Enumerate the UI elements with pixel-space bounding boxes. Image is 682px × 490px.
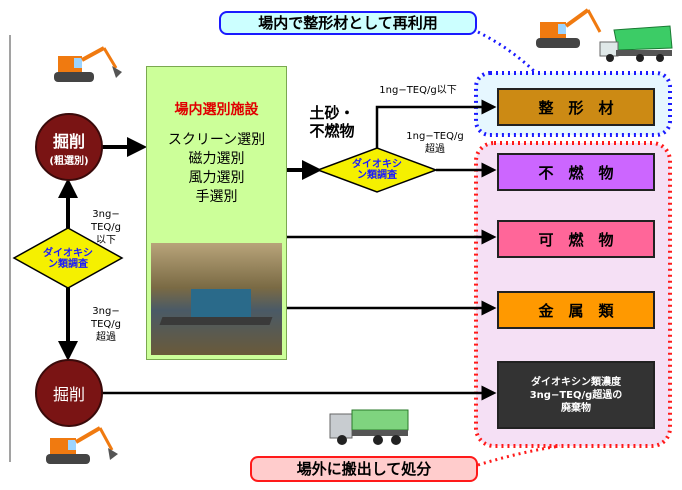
mid-diamond-text: ダイオキシ ン類調査	[352, 159, 402, 181]
left-diamond-text: ダイオキシ ン類調査	[43, 248, 93, 270]
facility-item: 手選別	[195, 189, 238, 205]
facility-items: スクリーン選別 磁力選別 風力選別 手選別	[147, 131, 286, 207]
soil-label: 土砂・ 不燃物	[309, 104, 355, 140]
output-combustible: 可 燃 物	[497, 220, 655, 258]
excavation-rough-circle: 掘削 (粗選別)	[35, 113, 103, 181]
reuse-banner: 場内で整形材として再利用	[219, 11, 477, 35]
disposal-connector	[477, 444, 561, 467]
facility-item: 磁力選別	[188, 151, 245, 167]
facility-item: 風力選別	[188, 170, 245, 186]
sorting-facility: 場内選別施設 スクリーン選別 磁力選別 風力選別 手選別	[146, 66, 287, 360]
reuse-banner-text: 場内で整形材として再利用	[258, 14, 438, 32]
excavator-icon-top-right	[536, 8, 602, 48]
excavation-bottom-label: 掘削	[52, 385, 85, 404]
excavation-sub-label: (粗選別)	[49, 155, 89, 167]
output-metals: 金 属 類	[497, 291, 655, 329]
disposal-banner-text: 場外に搬出して処分	[296, 460, 432, 478]
reuse-connector	[477, 30, 537, 74]
excavator-icon-top-left	[54, 46, 122, 82]
dump-truck-icon-top	[599, 25, 673, 62]
left-dioxin-diamond	[12, 227, 124, 289]
left-upper-note: 3ng− TEQ/g 以下	[90, 209, 121, 246]
dump-truck-icon-bottom	[329, 409, 409, 445]
route-upper-note: 1ng−TEQ/g以下	[379, 85, 457, 96]
output-dioxin-waste: ダイオキシン類濃度 3ng−TEQ/g超過の 廃棄物	[497, 361, 655, 429]
excavation-circle: 掘削	[35, 359, 103, 427]
excavation-label: 掘削	[52, 131, 85, 151]
excavator-icon-bottom-left	[46, 426, 118, 464]
facility-photo	[151, 243, 282, 355]
route-lower-note: 1ng−TEQ/g 超過	[406, 131, 464, 155]
left-lower-note: 3ng− TEQ/g 超過	[90, 306, 121, 343]
output-shaped-material: 整 形 材	[497, 88, 655, 126]
mid-dioxin-diamond	[315, 147, 439, 193]
disposal-banner: 場外に搬出して処分	[250, 456, 478, 482]
facility-item: スクリーン選別	[167, 132, 266, 148]
output-noncombustible: 不 燃 物	[497, 153, 655, 191]
facility-title: 場内選別施設	[174, 102, 259, 118]
